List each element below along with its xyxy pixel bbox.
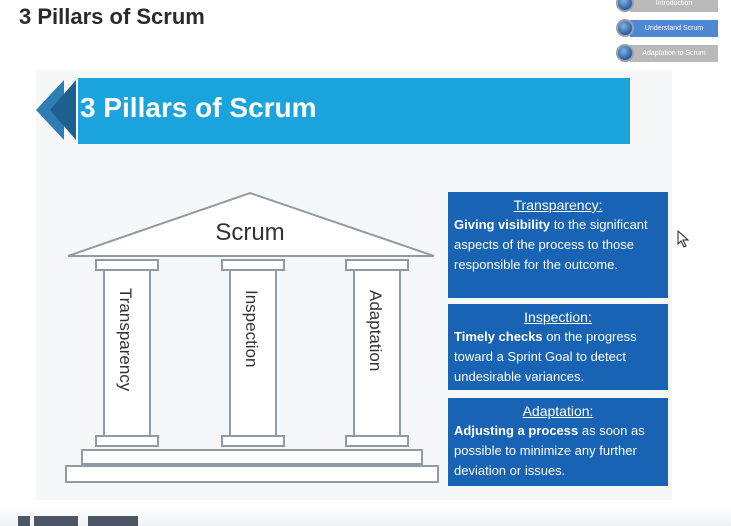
banner-title: 3 Pillars of Scrum xyxy=(80,92,317,123)
pillar-capital xyxy=(95,259,159,271)
pillar-base xyxy=(221,435,285,447)
box-heading-transparency: Transparency: xyxy=(513,197,603,213)
temple-step xyxy=(65,465,439,483)
temple-step xyxy=(81,449,423,465)
chevron-icon xyxy=(36,80,76,140)
pillar-label-transparency: Transparency xyxy=(116,288,135,392)
nav-bullet-icon xyxy=(616,19,634,37)
nav-label-introduction[interactable]: Introduction xyxy=(630,0,718,12)
mouse-cursor-icon xyxy=(677,230,690,248)
box-text-transparency: Giving visibility to the significant asp… xyxy=(454,217,648,272)
slide-image: 3 Pillars of Scrum Scrum Transparency In… xyxy=(36,70,672,500)
footer-logo xyxy=(18,516,138,526)
nav-label-adaptation-to-scrum[interactable]: Adaptation to Scrum xyxy=(630,45,718,62)
description-box-adaptation: Adaptation: Adjusting a process as soon … xyxy=(448,398,668,486)
section-nav: Introduction Understand Scrum Adaptation… xyxy=(0,0,731,70)
nav-item-understand-scrum[interactable]: Understand Scrum xyxy=(616,19,718,37)
box-text-inspection: Timely checks on the progress toward a S… xyxy=(454,329,637,384)
slide-banner: 3 Pillars of Scrum xyxy=(78,78,630,144)
nav-bullet-icon xyxy=(616,0,634,12)
footer-bar xyxy=(0,508,731,526)
nav-item-introduction[interactable]: Introduction xyxy=(616,0,718,12)
pillar-capital xyxy=(221,259,285,271)
roof-label: Scrum xyxy=(215,219,284,246)
description-box-transparency: Transparency: Giving visibility to the s… xyxy=(448,192,668,298)
nav-label-understand-scrum[interactable]: Understand Scrum xyxy=(630,20,718,37)
pillar-adaptation xyxy=(353,269,401,437)
box-heading-adaptation: Adaptation: xyxy=(522,403,594,419)
page-title: 3 Pillars of Scrum xyxy=(19,4,205,29)
pillar-label-adaptation: Adaptation xyxy=(366,290,385,371)
nav-item-adaptation-to-scrum[interactable]: Adaptation to Scrum xyxy=(616,44,718,62)
scrum-temple-diagram: Scrum Transparency Inspection Adaptation xyxy=(65,191,439,483)
pillar-base xyxy=(345,435,409,447)
pillar-label-inspection: Inspection xyxy=(242,290,261,368)
pillar-base xyxy=(95,435,159,447)
description-box-inspection: Inspection: Timely checks on the progres… xyxy=(448,304,668,390)
nav-bullet-icon xyxy=(616,44,634,62)
pillar-capital xyxy=(345,259,409,271)
box-text-adaptation: Adjusting a process as soon as possible … xyxy=(454,423,645,478)
box-heading-inspection: Inspection: xyxy=(524,309,592,325)
